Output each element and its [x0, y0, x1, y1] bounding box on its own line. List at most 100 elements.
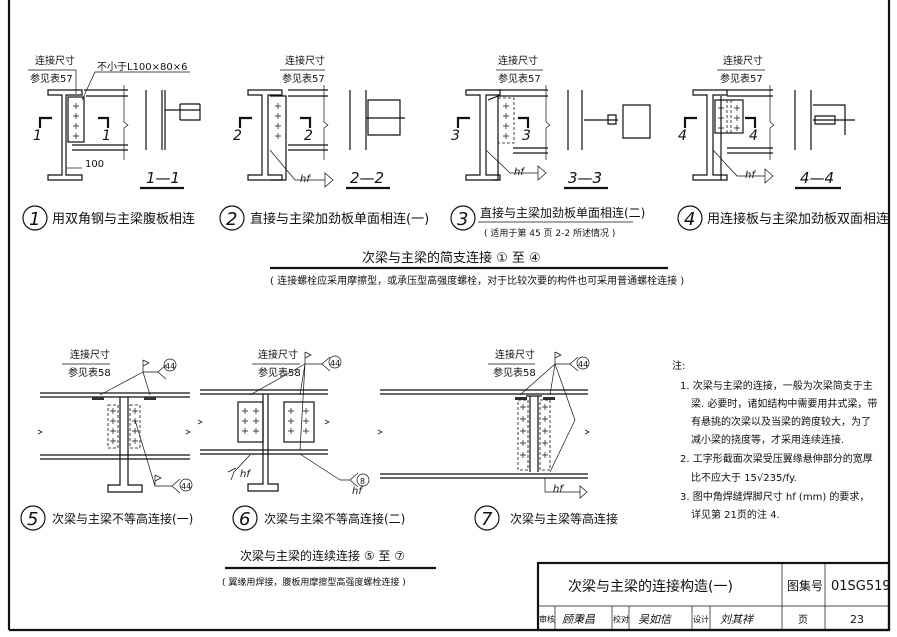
detail-number-circle — [22, 205, 48, 231]
review-label: 审核 — [539, 614, 555, 624]
atlas-number: 01SG519 — [831, 579, 891, 594]
section-view-3-3 — [567, 90, 651, 150]
note-line: 2. 工字形截面次梁受压翼缘悬伸部分的宽厚 — [680, 452, 873, 465]
section-mark: 4 — [678, 128, 687, 144]
dim-label: 连接尺寸 — [258, 348, 298, 361]
weld-size: hf — [745, 170, 756, 181]
note-line: 比不应大于 15√235/fy. — [691, 471, 797, 484]
detail-number: 6 — [239, 509, 250, 530]
dim-ref: 参见表57 — [30, 72, 73, 85]
check-label: 校对 — [613, 614, 629, 624]
main-beam-i-section — [465, 89, 501, 181]
weld-size: hf — [352, 486, 363, 497]
weld-size: hf — [240, 469, 251, 480]
section-title: 2—2 — [350, 169, 384, 187]
dim-ref: 参见表58 — [493, 366, 536, 379]
secondary-beam — [40, 392, 190, 460]
angle-note: 不小于L100×80×6 — [97, 61, 188, 73]
detail-caption: 次梁与主梁不等高连接(二) — [264, 511, 405, 526]
detail-1: 连接尺寸 参见表57 不小于L100×80×6 1 1 100 1—1 1 用双… — [22, 54, 201, 231]
weld-size: hf — [514, 167, 525, 178]
note-line: 有悬挑的次梁以及当梁的跨度较大，为了 — [691, 415, 871, 428]
note-line: 梁. 必要时，诸如结构中需要用井式梁，带 — [691, 397, 877, 410]
main-beam-i-section — [247, 394, 279, 492]
section-title: 4—4 — [800, 169, 834, 187]
dim-label: 连接尺寸 — [35, 54, 75, 67]
detail-number: 1 — [29, 209, 40, 230]
note-line: 1. 次梁与主梁的连接，一般为次梁简支于主 — [680, 379, 873, 392]
weld-ref: 8 — [360, 477, 365, 486]
section-view-2-2 — [349, 90, 405, 150]
reviewer-signature: 顾秉昌 — [562, 613, 596, 626]
main-beam-i-section — [107, 397, 143, 493]
dim-label: 连接尺寸 — [723, 54, 763, 67]
notes: 注: 1. 次梁与主梁的连接，一般为次梁简支于主 梁. 必要时，诸如结构中需要用… — [672, 359, 877, 521]
main-beam-i-section — [692, 89, 728, 181]
weld-symbol — [485, 149, 547, 181]
weld-flag — [519, 351, 579, 473]
main-beam-i-section — [247, 89, 283, 181]
weld-flag — [99, 359, 167, 396]
weld-flag — [249, 351, 331, 451]
dim-ref: 参见表58 — [68, 366, 111, 379]
dim-label: 连接尺寸 — [498, 54, 538, 67]
connection-plate — [714, 99, 744, 134]
section-view-4-4 — [794, 90, 855, 150]
detail-7: 连接尺寸 参见表58 44 hf 7 次梁与主梁等高连接 — [377, 348, 618, 531]
detail-number: 2 — [226, 209, 237, 230]
detail-caption: 直接与主梁加劲板单面相连(一) — [250, 211, 429, 227]
detail-number: 3 — [457, 209, 468, 230]
note-line: 减小梁的挠度等，才采用连续连接. — [691, 433, 844, 446]
page-number: 23 — [850, 613, 864, 626]
section-mark: 1 — [33, 128, 42, 144]
checker-signature: 吴如信 — [638, 613, 673, 626]
angle-steel — [67, 96, 85, 143]
section-title: 3—3 — [568, 169, 602, 187]
detail-5: 连接尺寸 参见表58 44 44 5 次梁与主梁不等高连接(一) — [20, 348, 193, 531]
note-line: 详见第 21页的注 4. — [691, 508, 780, 521]
section-mark: 3 — [451, 128, 460, 144]
section-title: 1—1 — [146, 169, 180, 187]
secondary-beam — [200, 389, 328, 455]
weld-size: hf — [300, 174, 311, 185]
main-beam-i-section — [47, 89, 83, 181]
detail-3: 连接尺寸 参见表57 3 3 hf 3—3 3 直接与主梁加劲板单面相连(二) … — [450, 54, 651, 239]
secondary-beam — [288, 89, 328, 151]
detail-caption: 次梁与主梁不等高连接(一) — [52, 511, 193, 526]
section-mark: 2 — [233, 128, 242, 144]
weld-ref: 44 — [330, 359, 340, 368]
detail-subcaption: ( 适用于第 45 页 2-2 所述情况 ) — [484, 227, 615, 239]
detail-number: 7 — [481, 509, 493, 530]
dim-label: 连接尺寸 — [70, 348, 110, 361]
detail-number: 5 — [27, 509, 38, 530]
weld-size: hf — [553, 484, 564, 495]
designer-signature: 刘其祥 — [720, 613, 755, 626]
detail-number: 4 — [684, 209, 695, 230]
secondary-beam — [72, 89, 128, 151]
group-heading-continuous: 次梁与主梁的连续连接 ⑤ 至 ⑦ — [240, 548, 405, 563]
atlas-label: 图集号 — [787, 578, 823, 593]
section-view-1-1 — [145, 90, 201, 150]
secondary-beam — [380, 389, 588, 479]
page-label: 页 — [798, 614, 808, 626]
title-block: 次梁与主梁的连接构造(一) 图集号 01SG519 审核 顾秉昌 校对 吴如信 … — [536, 561, 891, 632]
weld-symbol — [269, 149, 334, 188]
main-beam-i-section — [526, 395, 542, 472]
group-note-simple: ( 连接螺栓应采用摩擦型，或承压型高强度螺栓，对于比较次要的构件也可采用普通螺栓… — [270, 274, 684, 287]
weld-ref: 44 — [165, 362, 175, 371]
detail-2: 连接尺寸 参见表57 2 2 hf 2—2 2 直接与主梁加劲板单面相连(一) — [219, 54, 429, 231]
group-note-continuous: ( 翼缘用焊接，腹板用摩擦型高强度螺栓连接 ) — [222, 576, 406, 588]
dim-ref: 参见表57 — [720, 72, 763, 85]
dim-ref: 参见表58 — [258, 366, 301, 379]
drawing-title: 次梁与主梁的连接构造(一) — [568, 578, 733, 595]
section-mark: 4 — [749, 128, 758, 144]
group-heading-simple: 次梁与主梁的简支连接 ① 至 ④ — [362, 250, 541, 266]
dim-ref: 参见表57 — [498, 72, 541, 85]
detail-4: 连接尺寸 参见表57 4 4 hf 4—4 4 用连接板与主梁加劲板双面相连 — [677, 54, 889, 231]
design-label: 设计 — [693, 614, 709, 624]
detail-caption: 用连接板与主梁加劲板双面相连 — [707, 211, 889, 227]
detail-caption: 次梁与主梁等高连接 — [510, 511, 618, 526]
section-mark: 3 — [522, 128, 531, 144]
notes-title: 注: — [672, 359, 685, 372]
